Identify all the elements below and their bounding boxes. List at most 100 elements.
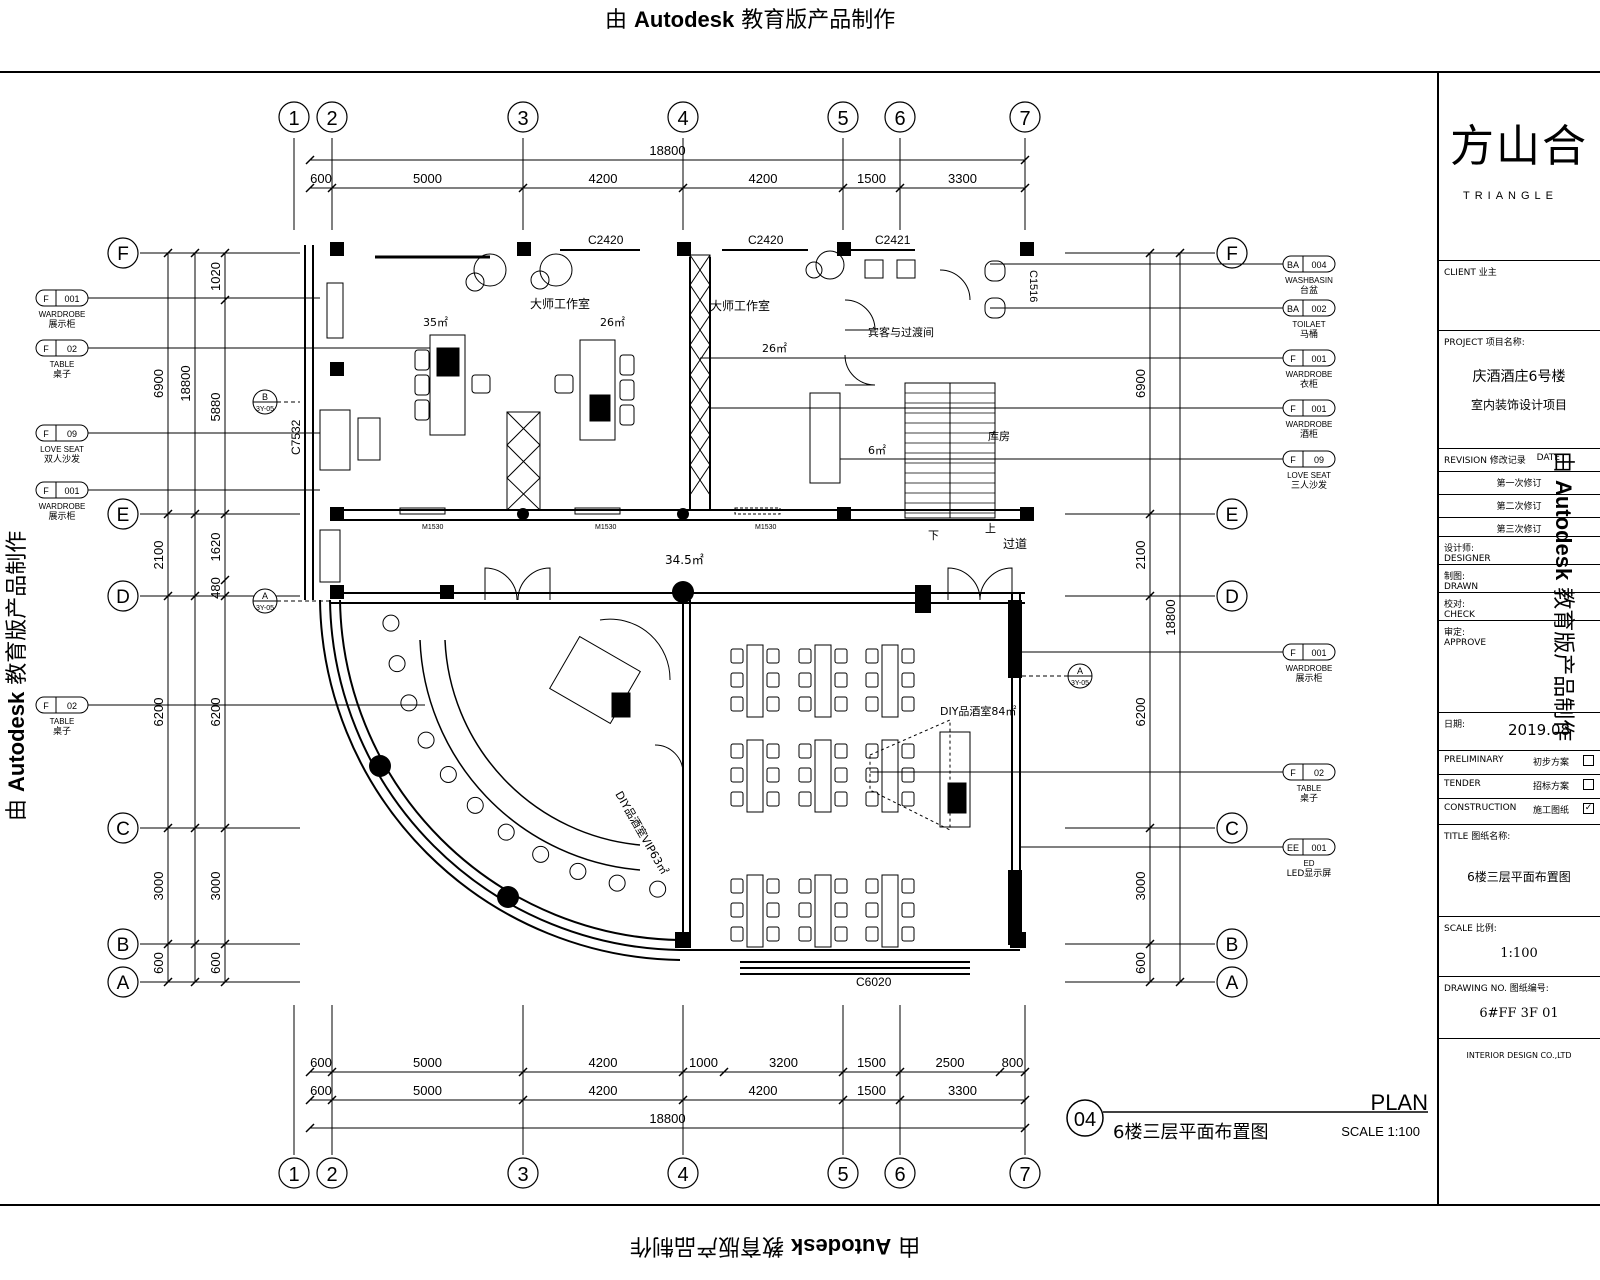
tb-tender-en: TENDER xyxy=(1444,779,1481,789)
tag-en: WARDROBE xyxy=(39,310,86,319)
dim-left-total-hidden-tick xyxy=(190,248,200,258)
chair xyxy=(766,672,780,688)
section-letter: A xyxy=(262,591,268,601)
tasting-table xyxy=(881,644,899,718)
dim-left-outer-text: 6200 xyxy=(151,698,166,727)
tb-drawn-en: DRAWN xyxy=(1444,582,1479,592)
grid-bubble xyxy=(667,1157,699,1189)
section-letter: A xyxy=(1077,666,1083,676)
chair xyxy=(834,672,848,688)
grid-label-col: 2 xyxy=(326,1164,337,1186)
tb-scale-label: SCALE 比例: xyxy=(1444,924,1497,934)
tasting-table xyxy=(881,739,899,813)
dim-top-tick xyxy=(518,183,528,193)
dim-top-total-tick xyxy=(305,155,315,165)
furniture xyxy=(319,250,1006,871)
dim-right-total-tick xyxy=(1175,248,1185,258)
chair xyxy=(766,926,780,942)
tag-cn: 桌子 xyxy=(53,368,71,380)
dim-left-outer-text: 600 xyxy=(151,952,166,974)
dim-top-text: 3300 xyxy=(948,171,977,186)
grid-bubble xyxy=(1216,812,1248,844)
chair xyxy=(901,672,915,688)
doors xyxy=(399,269,1013,774)
dim-bottom-1-text: 600 xyxy=(310,1055,332,1070)
chair xyxy=(798,926,812,942)
grid-label-col: 3 xyxy=(517,108,528,130)
dim-right-outer-text: 3000 xyxy=(1133,872,1148,901)
grid-bubble xyxy=(107,237,139,269)
tb-drawn: 制图:DRAWN xyxy=(1438,564,1600,592)
tb-prelim-en: PRELIMINARY xyxy=(1444,755,1504,765)
checkbox-checked-icon: ✓ xyxy=(1583,803,1594,814)
grid-label-row: D xyxy=(1225,587,1239,608)
chair xyxy=(766,767,780,783)
chair xyxy=(865,648,879,664)
dim-bottom-total-tick xyxy=(305,1123,315,1133)
chair xyxy=(730,926,744,942)
dim-left-outer-tick xyxy=(163,248,173,258)
door-label-1: M1530 xyxy=(422,524,444,531)
section-letter: B xyxy=(262,392,268,402)
chair xyxy=(901,926,915,942)
bar-stools xyxy=(382,614,667,898)
room-master-studio-1: 大师工作室 xyxy=(530,296,590,311)
tag-en: WARDROBE xyxy=(1286,664,1333,673)
grid-label-col: 1 xyxy=(288,1164,299,1186)
drawing-number: 04 xyxy=(1074,1109,1096,1131)
grid-label-row: D xyxy=(116,587,130,608)
grid-label-col: 5 xyxy=(837,1164,848,1186)
grid-bubble xyxy=(316,101,348,133)
chair xyxy=(798,791,812,807)
dim-bottom-1-text: 2500 xyxy=(936,1055,965,1070)
dim-right-outer-text: 2100 xyxy=(1133,541,1148,570)
dim-bottom-2-tick xyxy=(838,1095,848,1105)
dim-left-total-hidden-tick xyxy=(190,977,200,987)
tag-en: TABLE xyxy=(1297,784,1322,793)
chair xyxy=(834,902,848,918)
tb-client-label: CLIENT xyxy=(1444,268,1476,278)
room-diy: DIY品酒室84㎡ xyxy=(940,704,1016,718)
bar-stool xyxy=(497,823,515,841)
dim-top-text: 5000 xyxy=(413,171,442,186)
bar-stool xyxy=(439,765,457,783)
dim-bottom-2-text: 3300 xyxy=(948,1083,977,1098)
tag-cn: 马桶 xyxy=(1300,328,1318,340)
chair xyxy=(730,672,744,688)
tag-num: 02 xyxy=(67,344,77,354)
chair xyxy=(865,767,879,783)
tag-num: 001 xyxy=(1311,648,1326,658)
chair xyxy=(798,696,812,712)
dim-left-total-hidden-tick xyxy=(190,591,200,601)
dim-bottom-1-tick xyxy=(518,1067,528,1077)
tasting-tables xyxy=(730,644,915,948)
grid-bubble xyxy=(667,101,699,133)
tag-en: LOVE SEAT xyxy=(1287,471,1331,480)
grid-label-row: C xyxy=(116,819,130,840)
area-6: 6㎡ xyxy=(868,444,886,457)
tb-drawing-no-value: 6#FF 3F 01 xyxy=(1479,1006,1559,1021)
tb-design-label: 设计师: xyxy=(1444,544,1475,554)
dim-bottom-2-text: 600 xyxy=(310,1083,332,1098)
chair xyxy=(865,926,879,942)
grid-label-col: 1 xyxy=(288,108,299,130)
tb-company: INTERIOR DESIGN CO.,LTD xyxy=(1466,1051,1572,1060)
chair xyxy=(766,696,780,712)
tag-cn: 台盆 xyxy=(1300,284,1318,296)
dim-bottom-1-tick xyxy=(305,1067,315,1077)
tb-revision-date-label: DATE xyxy=(1536,453,1560,463)
tb-project-line2: 室内装饰设计项目 xyxy=(1470,398,1567,412)
checkbox-icon xyxy=(1583,755,1594,766)
chair xyxy=(798,672,812,688)
dim-left-inner-tick xyxy=(220,575,230,585)
dim-bottom-total-text: 18800 xyxy=(649,1111,685,1126)
chair xyxy=(766,791,780,807)
tag-code: BA xyxy=(1287,304,1299,314)
grid-label-row: B xyxy=(1226,935,1239,956)
tag-en: LOVE SEAT xyxy=(40,445,84,454)
tasting-table xyxy=(814,874,832,948)
dim-left-outer-text: 6900 xyxy=(151,369,166,398)
